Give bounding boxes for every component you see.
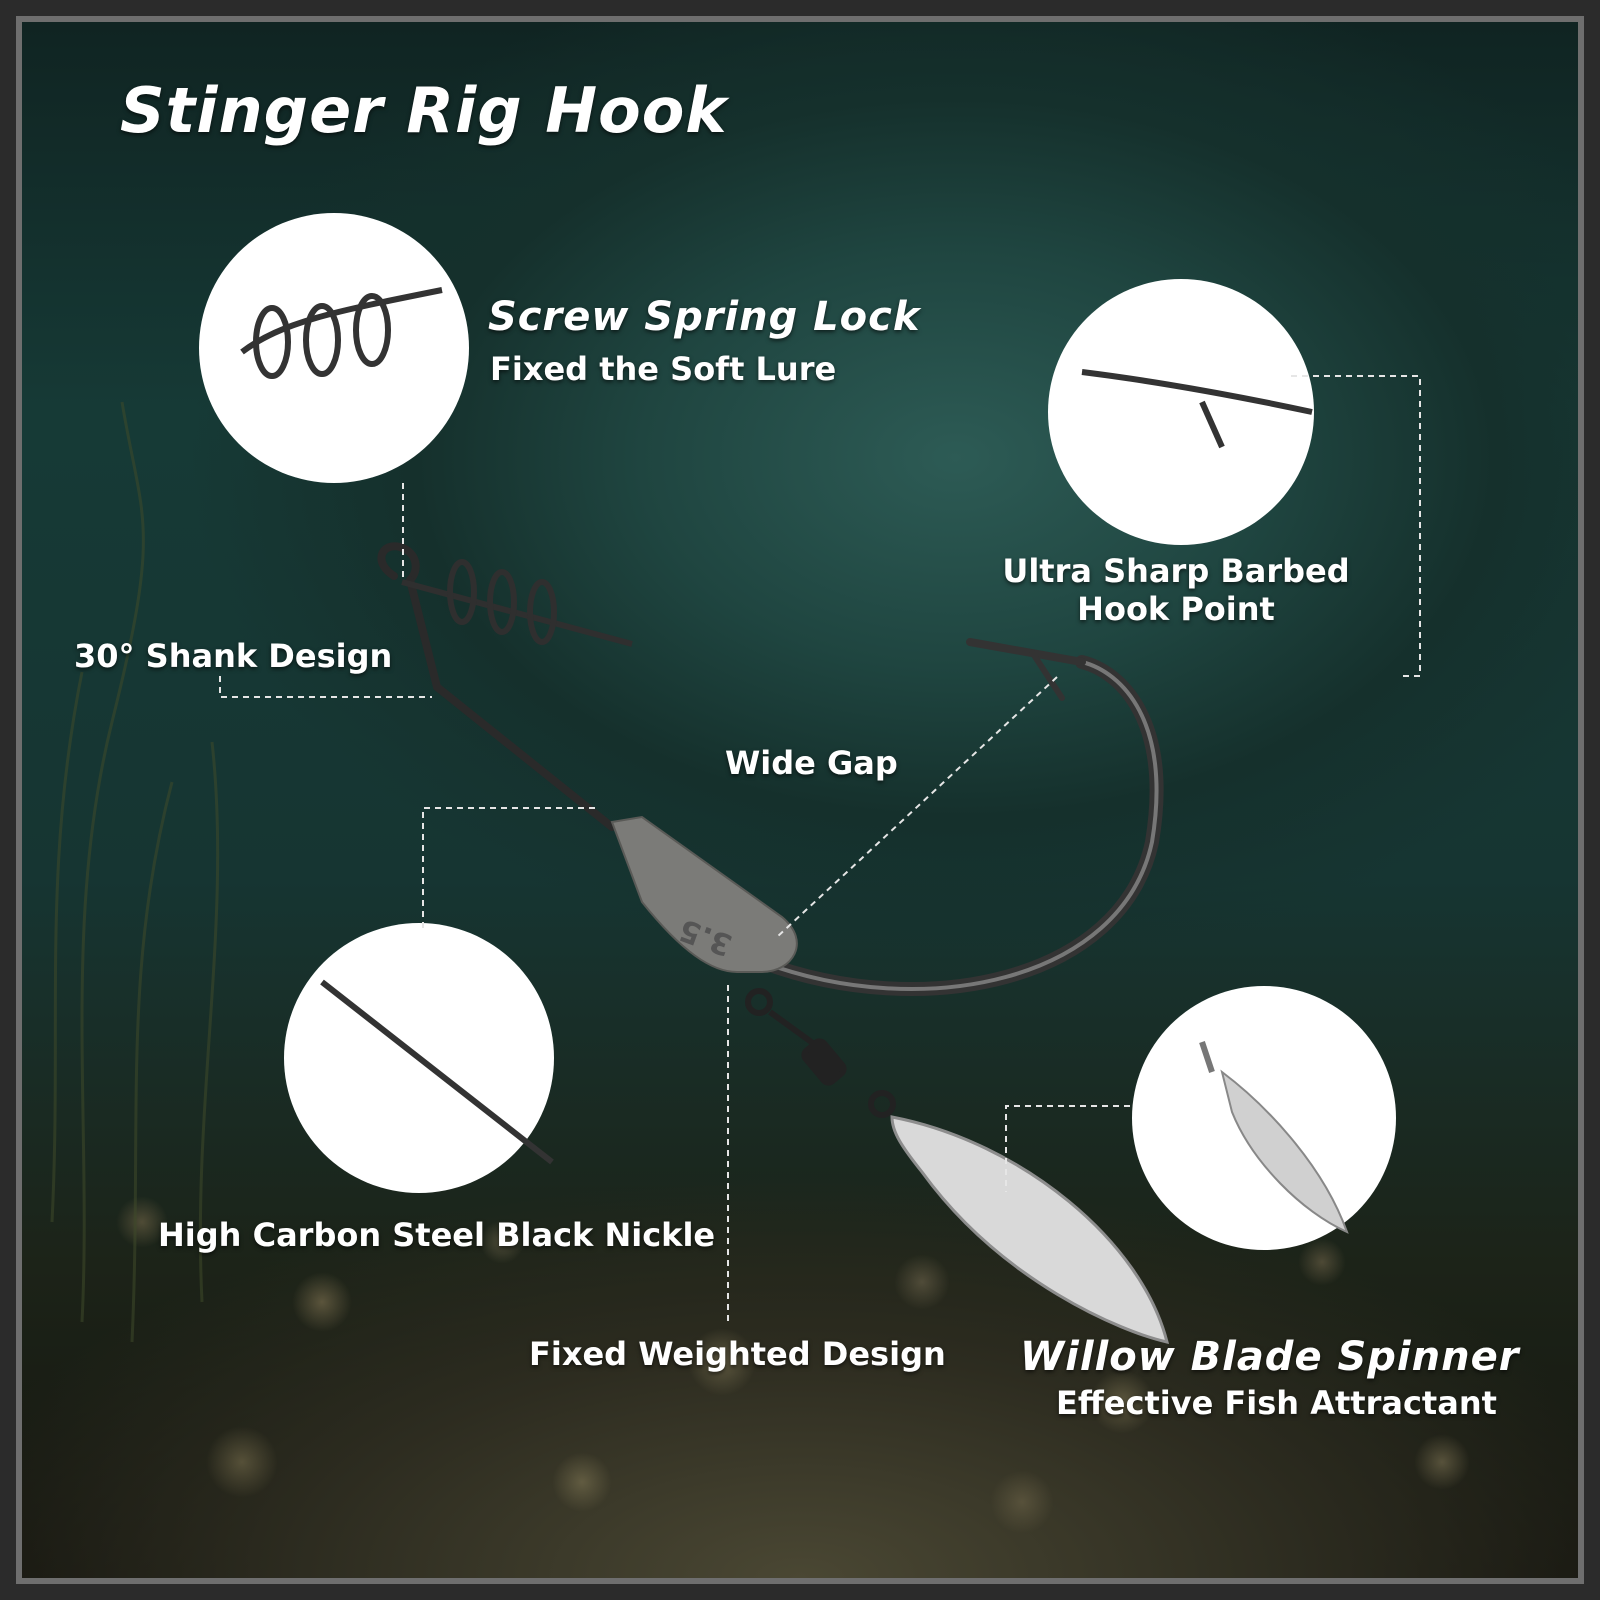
- underwater-scene: 3.5: [22, 22, 1578, 1578]
- barbed-point-line2: Hook Point: [1077, 590, 1275, 628]
- page-title: Stinger Rig Hook: [120, 74, 728, 147]
- screw-spring-sub: Fixed the Soft Lure: [490, 350, 837, 388]
- barbed-point-label: Ultra Sharp Barbed Hook Point: [996, 552, 1356, 628]
- willow-blade: [890, 1115, 1170, 1344]
- shank-label: 30° Shank Design: [74, 637, 393, 675]
- wide-gap-label: Wide Gap: [725, 744, 898, 782]
- leader-lines: [219, 375, 1421, 1322]
- swivel: [745, 988, 896, 1118]
- willow-blade-sub: Effective Fish Attractant: [1056, 1384, 1497, 1422]
- screw-spring: [401, 559, 633, 647]
- weighted-label: Fixed Weighted Design: [529, 1335, 946, 1373]
- spring-inset: [199, 213, 469, 483]
- inset-details: [240, 287, 1313, 1165]
- screw-spring-heading: Screw Spring Lock: [488, 294, 921, 340]
- barb-inset: [1048, 279, 1314, 545]
- hook-illustration: 3.5: [50, 213, 1421, 1344]
- willow-blade-heading: Willow Blade Spinner: [1020, 1334, 1520, 1380]
- seaweed: [50, 401, 220, 1343]
- lead-weight: [610, 815, 798, 973]
- hook: [377, 542, 1164, 996]
- barbed-point-line1: Ultra Sharp Barbed: [1002, 552, 1350, 590]
- inset-blade: [1220, 1069, 1349, 1234]
- carbon-steel-label: High Carbon Steel Black Nickle: [158, 1216, 716, 1254]
